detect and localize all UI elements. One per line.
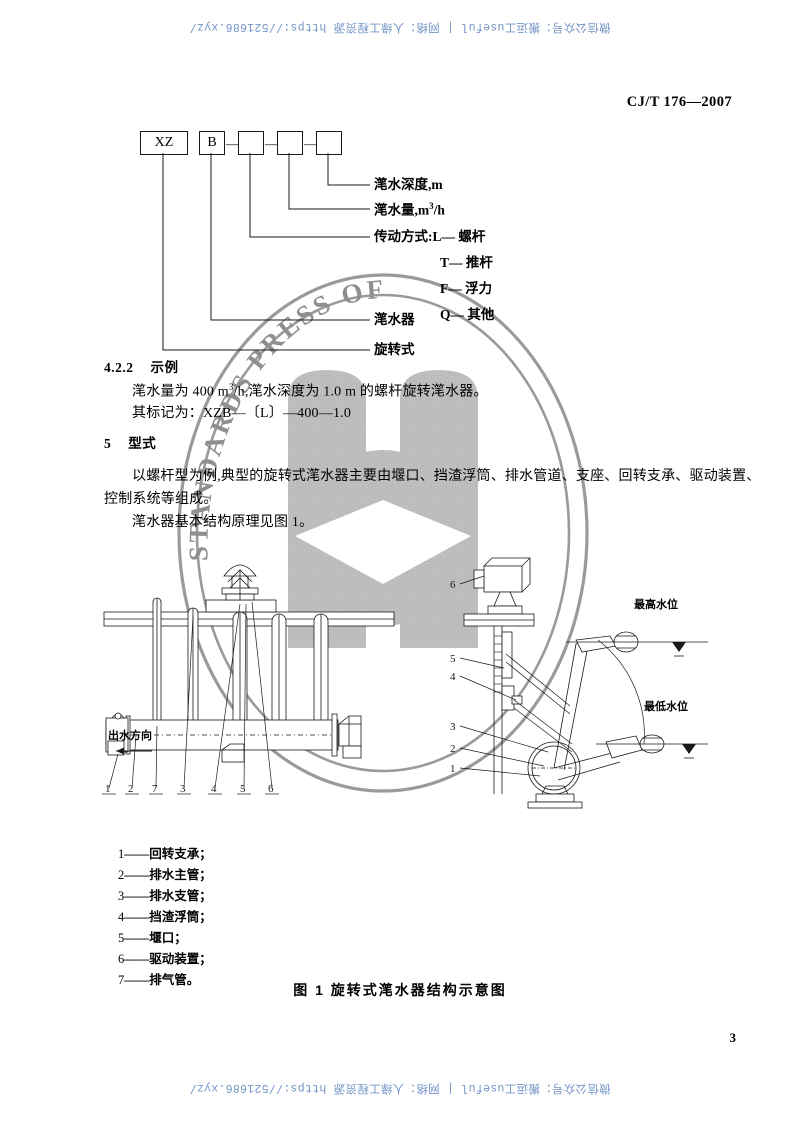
elevation-callout-numbers: 6 5 4 3 2 1 (450, 579, 456, 775)
legend-num: 5 (118, 931, 125, 945)
figure-legend: 1——回转支承； 2——排水主管； 3——排水支管； 4——挡渣浮筒； 5——堰… (118, 848, 212, 995)
legend-num: 7 (118, 973, 125, 987)
code-box-flow (277, 131, 303, 155)
callout-decanter: 滗水器 (374, 312, 415, 327)
legend-label: 驱动装置； (149, 952, 212, 966)
label-highest-water-level: 最高水位 (634, 599, 678, 611)
watermark-text: 微信公众号：搬运工useful | 网络：人缘工程资源 https://5216… (189, 20, 611, 33)
plan-callout-numbers: 1 2 7 3 4 5 6 (105, 783, 274, 795)
legend-label: 排气管。 (149, 973, 200, 987)
paragraph-type-line1: 以螺杆型为例,典型的旋转式滗水器主要由堰口、挡渣浮筒、排水管道、支座、回转支承、… (132, 469, 761, 484)
code-box-b: B (199, 131, 225, 155)
code-dash-1: — (226, 136, 239, 151)
heading-5-text: 型式 (128, 436, 157, 451)
callout-drive-t: T— 推杆 (440, 255, 493, 270)
callout-drive-l: 传动方式:L— 螺杆 (374, 229, 486, 244)
watermark-top: 微信公众号：搬运工useful | 网络：人缘工程资源 https://5216… (0, 20, 800, 36)
plan-callout-2: 2 (128, 783, 134, 795)
watermark-bottom: 微信公众号：搬运工useful | 网络：人缘工程资源 https://5216… (0, 1081, 800, 1097)
legend-label: 排水支管； (149, 889, 212, 903)
elev-callout-6: 6 (450, 579, 456, 591)
code-box-xz: XZ (140, 131, 188, 155)
legend-item: 2——排水主管； (118, 868, 212, 882)
legend-label: 挡渣浮筒； (149, 910, 212, 924)
model-designation-diagram: XZ B — — — 滗水深度 (0, 0, 800, 380)
paragraph-type-line2: 控制系统等组成。 (104, 492, 218, 507)
figure-rotary-decanter: x 1 2 7 3 4 5 6 6 5 4 3 2 1 (96, 536, 716, 836)
legend-num: 4 (118, 910, 125, 924)
heading-5: 5 型式 (104, 432, 156, 452)
legend-num: 2 (118, 868, 125, 882)
code-box-b-label: B (207, 135, 217, 150)
code-dash-3: — (304, 136, 317, 151)
plan-callout-5: 5 (240, 783, 246, 795)
figure-caption: 图 1 旋转式滗水器结构示意图 (293, 982, 507, 998)
paragraph-example-line1: 滗水量为 400 m3/h,滗水深度为 1.0 m 的螺杆旋转滗水器。 (132, 382, 488, 400)
plan-callout-1: 1 (105, 783, 111, 795)
code-dash-2: — (265, 136, 278, 151)
legend-item: 4——挡渣浮筒； (118, 910, 212, 924)
code-box-drive (238, 131, 264, 155)
code-box-xz-label: XZ (154, 135, 174, 150)
callout-flow: 滗水量,m3/h (374, 201, 445, 218)
legend-item: 1——回转支承； (118, 847, 212, 861)
heading-4-2-2-text: 示例 (150, 360, 179, 375)
callout-drive-f: F— 浮力 (440, 281, 493, 296)
designation-leader-lines (162, 153, 370, 351)
callout-depth: 滗水深度,m (374, 177, 443, 192)
watermark-text: 微信公众号：搬运工useful | 网络：人缘工程资源 https://5216… (189, 1081, 611, 1094)
code-box-depth (316, 131, 342, 155)
page-number: 3 (729, 1030, 737, 1045)
callout-rotary: 旋转式 (374, 342, 415, 357)
legend-label: 回转支承； (149, 847, 212, 861)
plan-callout-3: 3 (180, 783, 186, 795)
heading-5-number: 5 (104, 436, 112, 451)
paragraph-example-line2: 其标记为：XZB—〔L〕—400—1.0 (132, 406, 352, 421)
heading-4-2-2-number: 4.2.2 (104, 360, 134, 375)
legend-item: 3——排水支管； (118, 889, 212, 903)
legend-item: 5——堰口； (118, 931, 187, 945)
plan-callout-6: 6 (268, 783, 274, 795)
legend-num: 1 (118, 847, 125, 861)
legend-item: 6——驱动装置； (118, 952, 212, 966)
legend-label: 堰口； (149, 931, 187, 945)
plan-callout-7: 7 (152, 783, 158, 795)
elev-callout-5: 5 (450, 653, 456, 665)
elev-callout-3: 3 (450, 721, 456, 733)
legend-num: 3 (118, 889, 125, 903)
elev-callout-4: 4 (450, 671, 456, 683)
label-outflow-direction: 出水方向 (108, 726, 154, 756)
plan-callout-4: 4 (211, 783, 217, 795)
legend-label: 排水主管； (149, 868, 212, 882)
legend-item: 7——排气管。 (118, 973, 200, 987)
elev-callout-1: 1 (450, 763, 456, 775)
elev-callout-2: 2 (450, 743, 456, 755)
legend-num: 6 (118, 952, 125, 966)
paragraph-type-line3: 滗水器基本结构原理见图 1。 (132, 515, 314, 530)
label-lowest-water-level: 最低水位 (644, 701, 688, 713)
heading-4-2-2: 4.2.2 示例 (104, 356, 179, 376)
callout-drive-q: Q— 其他 (440, 307, 495, 322)
standard-code-header: CJ/T 176—2007 (626, 94, 732, 110)
